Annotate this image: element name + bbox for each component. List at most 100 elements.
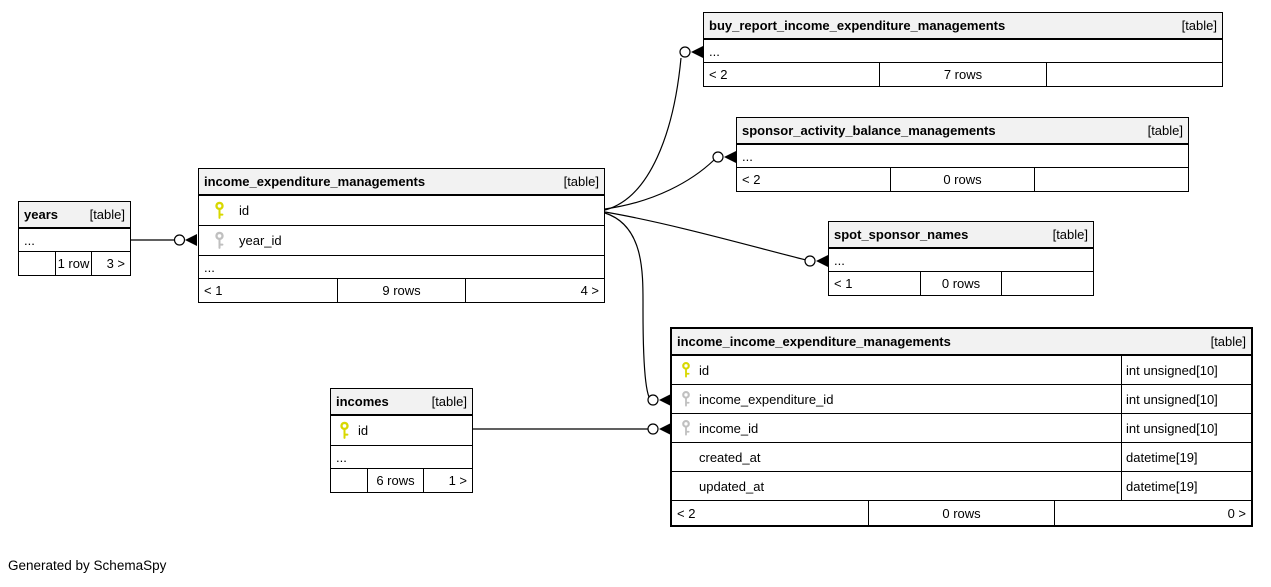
- footer-row-count: 1 row: [56, 252, 92, 275]
- column-name: income_id: [699, 420, 759, 436]
- column-type: int unsigned[10]: [1121, 385, 1251, 413]
- generated-by-note: Generated by SchemaSpy: [8, 558, 167, 573]
- rel-zero-one-icon: [679, 46, 691, 58]
- rel-arrow-icon: [724, 151, 736, 163]
- footer-row-count: 6 rows: [368, 469, 424, 492]
- table-header: buy_report_income_expenditure_management…: [704, 13, 1222, 40]
- table-tag: [table]: [89, 207, 125, 222]
- table-header: spot_sponsor_names [table]: [829, 222, 1093, 249]
- table-sponsor-activity-balance-managements[interactable]: sponsor_activity_balance_managements [ta…: [736, 117, 1189, 192]
- table-name: spot_sponsor_names: [834, 227, 969, 242]
- table-footer: < 2 0 rows: [737, 168, 1188, 191]
- table-footer: < 1 0 rows: [829, 272, 1093, 295]
- footer-children[interactable]: 1 >: [448, 473, 467, 488]
- column-name: year_id: [239, 233, 282, 248]
- table-tag: [table]: [1181, 18, 1217, 33]
- table-name: income_income_expenditure_managements: [677, 334, 951, 349]
- table-years[interactable]: years [table] ... 1 row 3 >: [18, 201, 131, 276]
- rel-arrow-icon: [659, 423, 671, 435]
- rel-zero-one-icon: [804, 255, 816, 267]
- table-spot-sponsor-names[interactable]: spot_sponsor_names [table] ... < 1 0 row…: [828, 221, 1094, 296]
- column-row: id: [199, 196, 604, 226]
- footer-row-count: 0 rows: [891, 168, 1035, 191]
- table-header: incomes [table]: [331, 389, 472, 416]
- table-header: income_income_expenditure_managements [t…: [672, 329, 1251, 356]
- table-income-income-expenditure-managements[interactable]: income_income_expenditure_managements [t…: [670, 327, 1253, 527]
- footer-children[interactable]: 0 >: [1227, 505, 1247, 521]
- table-footer: 1 row 3 >: [19, 252, 130, 275]
- footer-row-count: 7 rows: [880, 63, 1047, 86]
- column-name: updated_at: [699, 478, 765, 494]
- column-name: id: [239, 203, 250, 218]
- hidden-columns-row: ...: [737, 145, 1188, 168]
- table-tag: [table]: [431, 394, 467, 409]
- foreign-key-icon: [199, 231, 239, 250]
- table-buy-report-income-expenditure-managements[interactable]: buy_report_income_expenditure_management…: [703, 12, 1223, 87]
- footer-parents[interactable]: < 2: [737, 168, 891, 191]
- table-footer: 6 rows 1 >: [331, 469, 472, 492]
- rel-zero-one-icon: [647, 394, 659, 406]
- table-header: sponsor_activity_balance_managements [ta…: [737, 118, 1188, 145]
- footer-parents: [331, 469, 368, 492]
- hidden-columns-row: ...: [829, 249, 1093, 272]
- table-name: buy_report_income_expenditure_management…: [709, 18, 1006, 33]
- table-tag: [table]: [1052, 227, 1088, 242]
- table-footer: < 2 7 rows: [704, 63, 1222, 86]
- foreign-key-icon: [672, 390, 699, 408]
- table-header: years [table]: [19, 202, 130, 229]
- rel-arrow-icon: [659, 394, 671, 406]
- column-name: income_expenditure_id: [699, 391, 834, 407]
- hidden-columns-row: ...: [19, 229, 130, 252]
- rel-zero-one-icon: [712, 151, 724, 163]
- foreign-key-icon: [672, 419, 699, 437]
- column-row: year_id: [199, 226, 604, 256]
- table-name: years: [24, 207, 58, 222]
- table-tag: [table]: [1147, 123, 1183, 138]
- column-name: id: [699, 362, 710, 378]
- rel-line-sponsor-activity: [604, 159, 715, 210]
- footer-row-count: 9 rows: [338, 279, 467, 302]
- column-row: id: [331, 416, 472, 446]
- table-header: income_expenditure_managements [table]: [199, 169, 604, 196]
- rel-arrow-icon: [185, 234, 197, 246]
- footer-row-count: 0 rows: [921, 272, 1003, 295]
- primary-key-icon: [199, 201, 239, 220]
- footer-parents[interactable]: < 2: [672, 501, 869, 525]
- rel-arrow-icon: [691, 46, 703, 58]
- table-footer: < 1 9 rows 4 >: [199, 279, 604, 302]
- rel-zero-one-icon: [647, 423, 659, 435]
- table-incomes[interactable]: incomes [table] id ... 6 rows 1 >: [330, 388, 473, 493]
- column-row: id int unsigned[10]: [672, 356, 1251, 385]
- column-type: int unsigned[10]: [1121, 414, 1251, 442]
- footer-children[interactable]: 3 >: [106, 256, 125, 271]
- rel-line-buy-report: [604, 57, 682, 211]
- column-row: created_at datetime[19]: [672, 443, 1251, 472]
- hidden-columns-row: ...: [199, 256, 604, 279]
- primary-key-icon: [331, 421, 358, 440]
- footer-parents[interactable]: < 2: [704, 63, 881, 86]
- table-name: income_expenditure_managements: [204, 174, 426, 189]
- table-tag: [table]: [563, 174, 599, 189]
- column-type: int unsigned[10]: [1121, 356, 1251, 384]
- table-income-expenditure-managements[interactable]: income_expenditure_managements [table] i…: [198, 168, 605, 303]
- table-name: sponsor_activity_balance_managements: [742, 123, 996, 138]
- footer-parents[interactable]: < 1: [829, 272, 921, 295]
- footer-parents[interactable]: < 1: [199, 279, 338, 302]
- column-row: income_id int unsigned[10]: [672, 414, 1251, 443]
- table-name: incomes: [336, 394, 389, 409]
- column-type: datetime[19]: [1121, 472, 1251, 500]
- primary-key-icon: [672, 361, 699, 379]
- hidden-columns-row: ...: [331, 446, 472, 469]
- table-footer: < 2 0 rows 0 >: [672, 501, 1251, 525]
- footer-children: [1035, 168, 1188, 191]
- footer-parents: [19, 252, 56, 275]
- rel-arrow-icon: [816, 255, 828, 267]
- footer-children[interactable]: 4 >: [580, 283, 600, 298]
- footer-children: [1002, 272, 1093, 295]
- column-name: created_at: [699, 449, 761, 465]
- footer-row-count: 0 rows: [869, 501, 1056, 525]
- table-tag: [table]: [1210, 334, 1246, 349]
- footer-children: [1047, 63, 1222, 86]
